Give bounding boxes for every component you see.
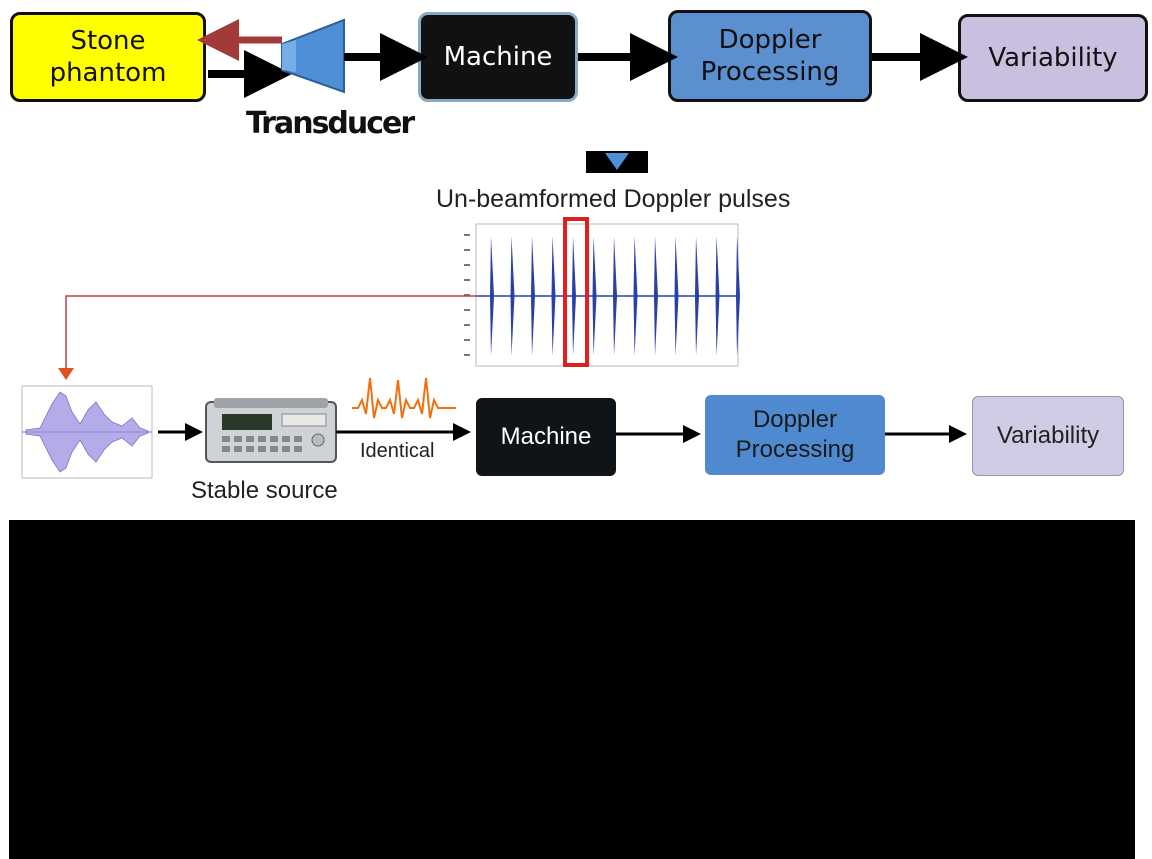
identical-signal-waveform — [352, 377, 456, 419]
variability-label-top: Variability — [988, 42, 1118, 73]
machine-box-top: Machine — [418, 12, 578, 102]
transducer-label: Transducer — [246, 106, 415, 141]
variability-box-top: Variability — [958, 14, 1148, 102]
feedback-line — [65, 295, 476, 368]
plot-tick-mark — [464, 339, 470, 341]
identical-label: Identical — [360, 440, 435, 462]
recorded-pulse-plot — [21, 385, 153, 479]
blank-black-panel — [9, 520, 1135, 859]
doppler-pulse — [633, 236, 638, 356]
doppler-processing-label-top: Doppler Processing — [700, 24, 840, 88]
plot-tick-mark — [464, 279, 470, 281]
doppler-pulse — [531, 236, 535, 356]
plot-tick-mark — [464, 264, 470, 266]
doppler-processing-box-bottom: Doppler Processing — [705, 395, 885, 475]
machine-label-top: Machine — [443, 41, 553, 72]
plot-tick-mark — [464, 249, 470, 251]
machine-label-bottom: Machine — [500, 423, 592, 450]
transducer-icon — [281, 18, 345, 94]
plot-tick-mark — [464, 234, 470, 236]
variability-label-bottom: Variability — [996, 422, 1100, 449]
selected-pulse-highlight — [563, 217, 589, 367]
doppler-pulse — [654, 236, 658, 356]
plot-tick-mark — [464, 309, 470, 311]
stable-source-label: Stable source — [191, 477, 338, 504]
stone-phantom-label: Stone phantom — [49, 25, 167, 89]
plot-tick-mark — [464, 324, 470, 326]
doppler-pulse — [592, 236, 597, 356]
feedback-arrowhead — [58, 368, 74, 380]
doppler-processing-label-bottom: Doppler Processing — [735, 406, 855, 463]
plot-tick-mark — [464, 294, 470, 296]
plot-tick-mark — [464, 354, 470, 356]
machine-box-bottom: Machine — [476, 398, 616, 476]
signal-generator-icon — [205, 398, 337, 463]
doppler-pulse — [613, 236, 617, 356]
pulses-plot-title: Un-beamformed Doppler pulses — [436, 185, 791, 213]
pulses-plot — [464, 217, 740, 367]
doppler-pulse — [674, 236, 679, 356]
variability-box-bottom: Variability — [972, 396, 1124, 476]
down-chevron-icon — [605, 153, 629, 170]
doppler-pulse — [736, 236, 740, 356]
doppler-pulse — [490, 236, 494, 356]
doppler-pulse — [572, 236, 576, 356]
doppler-pulse — [510, 236, 515, 356]
doppler-pulse — [695, 236, 699, 356]
stone-phantom-box: Stone phantom — [10, 12, 206, 102]
doppler-pulse — [551, 236, 556, 356]
doppler-pulse — [715, 236, 720, 356]
